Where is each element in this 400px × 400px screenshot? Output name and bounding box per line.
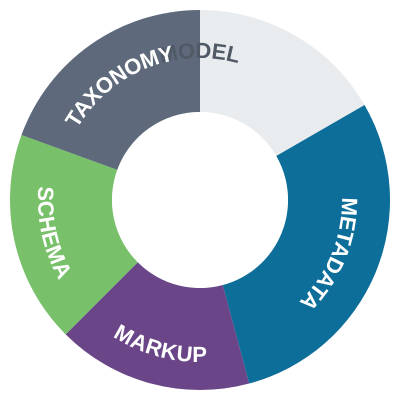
segment-markup xyxy=(65,262,250,391)
segment-metadata xyxy=(222,105,390,384)
segment-taxonomy xyxy=(21,10,201,170)
center-hole xyxy=(112,112,288,288)
segment-schema xyxy=(10,135,138,335)
